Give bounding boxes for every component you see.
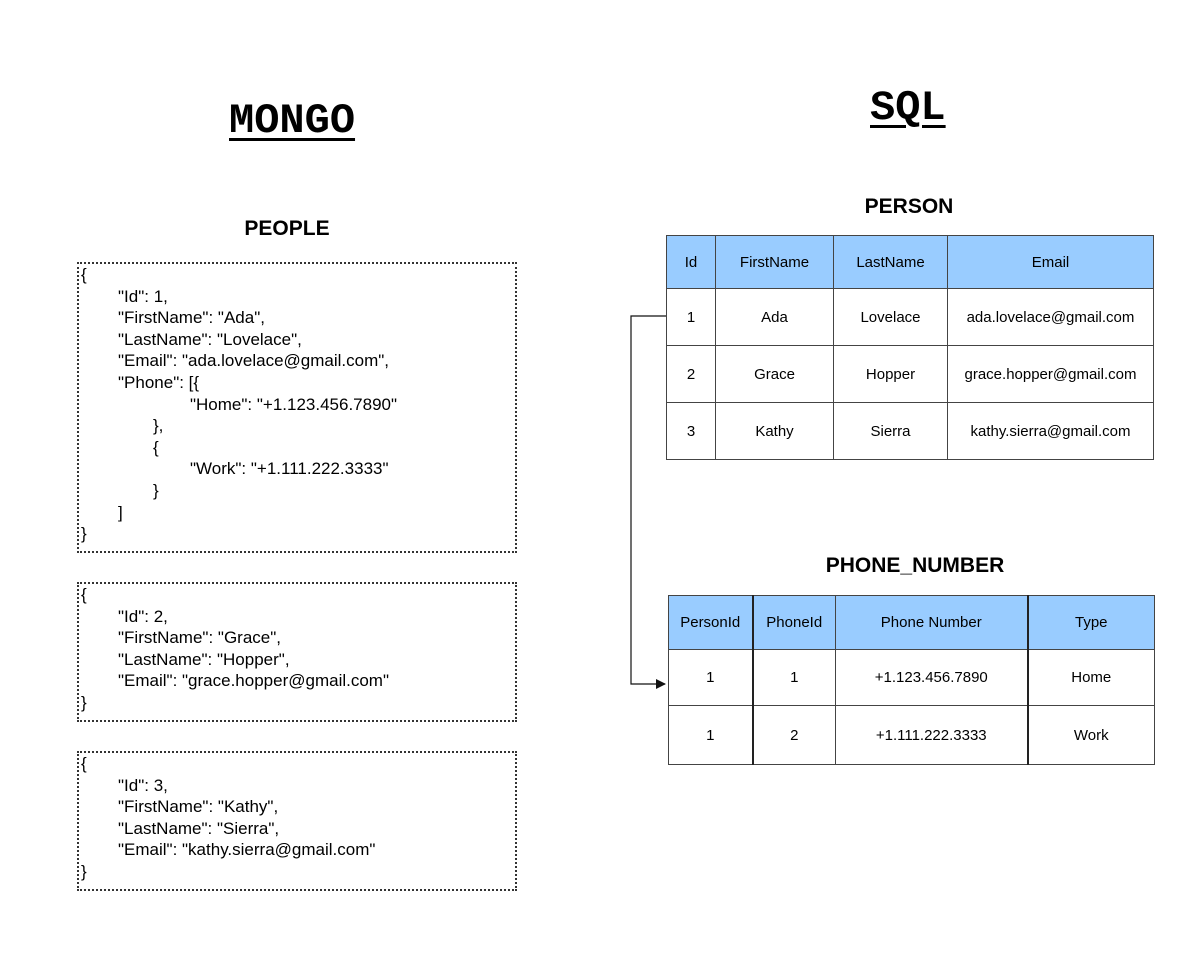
table-cell: 1 — [668, 705, 753, 765]
document-line: "LastName": "Hopper", — [118, 649, 290, 669]
document-line: "Home": "+1.123.456.7890" — [190, 394, 398, 414]
document-line: "FirstName": "Ada", — [118, 308, 265, 328]
table-cell: +1.111.222.3333 — [835, 705, 1028, 765]
column-header: LastName — [833, 235, 948, 289]
mongo-title: MONGO — [229, 97, 356, 145]
phone-number-table-title: PHONE_NUMBER — [825, 554, 1005, 577]
document-line: "Email": "ada.lovelace@gmail.com", — [118, 351, 389, 371]
column-header: Email — [947, 235, 1154, 289]
table-cell: 1 — [666, 288, 716, 346]
document-line: }, — [153, 416, 164, 436]
document-line: { — [153, 437, 159, 457]
document-line: "Id": 1, — [118, 286, 168, 306]
column-header: Phone Number — [835, 595, 1028, 650]
table-cell: grace.hopper@gmail.com — [947, 345, 1154, 403]
document-line: "Id": 3, — [118, 775, 168, 795]
document-line: "Phone": [{ — [118, 373, 200, 392]
table-cell: 2 — [751, 705, 836, 765]
mongo-document — [77, 582, 517, 722]
document-line: { — [81, 585, 87, 604]
table-cell: 1 — [751, 649, 836, 706]
mongo-document — [77, 751, 517, 891]
document-line: "FirstName": "Grace", — [118, 628, 281, 648]
table-cell: ada.lovelace@gmail.com — [947, 288, 1154, 346]
table-cell: kathy.sierra@gmail.com — [947, 402, 1154, 460]
table-cell: Kathy — [715, 402, 834, 460]
table-cell: Hopper — [833, 345, 948, 403]
document-line: "Id": 2, — [118, 606, 168, 626]
document-line: "LastName": "Lovelace", — [118, 329, 302, 349]
document-line: "Email": "kathy.sierra@gmail.com" — [118, 840, 376, 860]
table-cell: Sierra — [833, 402, 948, 460]
table-cell: Ada — [715, 288, 834, 346]
document-line: } — [81, 693, 87, 712]
column-header: FirstName — [715, 235, 834, 289]
document-line: "LastName": "Sierra", — [118, 818, 280, 838]
table-cell: Work — [1026, 705, 1155, 765]
document-line: } — [153, 481, 159, 500]
table-cell: Lovelace — [833, 288, 948, 346]
mongo-document — [77, 262, 517, 553]
document-line: } — [81, 862, 87, 881]
document-line: "Email": "grace.hopper@gmail.com" — [118, 671, 389, 691]
table-cell: 1 — [668, 649, 753, 706]
document-line: { — [81, 754, 87, 773]
document-line: "FirstName": "Kathy", — [118, 797, 279, 817]
document-line: "Work": "+1.111.222.3333" — [190, 459, 389, 479]
column-header: PhoneId — [751, 595, 836, 650]
column-header: Id — [666, 235, 716, 289]
column-header: PersonId — [668, 595, 753, 650]
people-collection-title: PEOPLE — [244, 217, 330, 240]
document-line: { — [81, 265, 87, 284]
document-line: ] — [118, 502, 123, 522]
column-header: Type — [1026, 595, 1155, 650]
person-table-title: PERSON — [864, 195, 954, 218]
document-line: } — [81, 524, 87, 544]
sql-title: SQL — [870, 84, 946, 132]
table-cell: 2 — [666, 345, 716, 403]
foreign-key-arrow — [630, 315, 666, 689]
